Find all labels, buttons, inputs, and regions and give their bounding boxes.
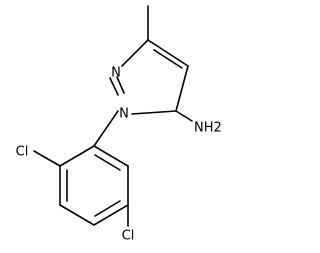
bond-ph-c1-c2 [93,145,129,167]
bond-n1-n2 [109,77,119,96]
atom-n1-label: N [119,107,129,122]
atom-nh2-label: NH2 [194,121,222,136]
bond-ph-inner-1 [94,154,121,171]
atom-cl-right-label: Cl [122,229,135,244]
bond-ph-c4-c5 [59,204,95,226]
bond-c3-c4-inner [153,49,183,69]
bond-c4-c5 [175,65,189,112]
bond-c5-n1 [131,110,177,115]
bond-n2-c3 [121,39,149,67]
bond-n1-n2-inner [116,76,125,94]
bond-ph-c6-c1 [59,145,95,167]
bond-n1-phenyl [93,110,119,147]
bond-ph-c3-c4 [93,204,129,226]
bond-cl-left [33,150,61,167]
chemical-structure: N N NH2 Cl Cl [16,5,222,244]
bond-ph-inner-2 [94,200,121,217]
bond-c3-c4 [147,39,189,67]
atom-cl-left-label: Cl [16,145,29,160]
atom-n2-label: N [111,66,121,81]
bond-c5-nh2 [175,110,193,122]
